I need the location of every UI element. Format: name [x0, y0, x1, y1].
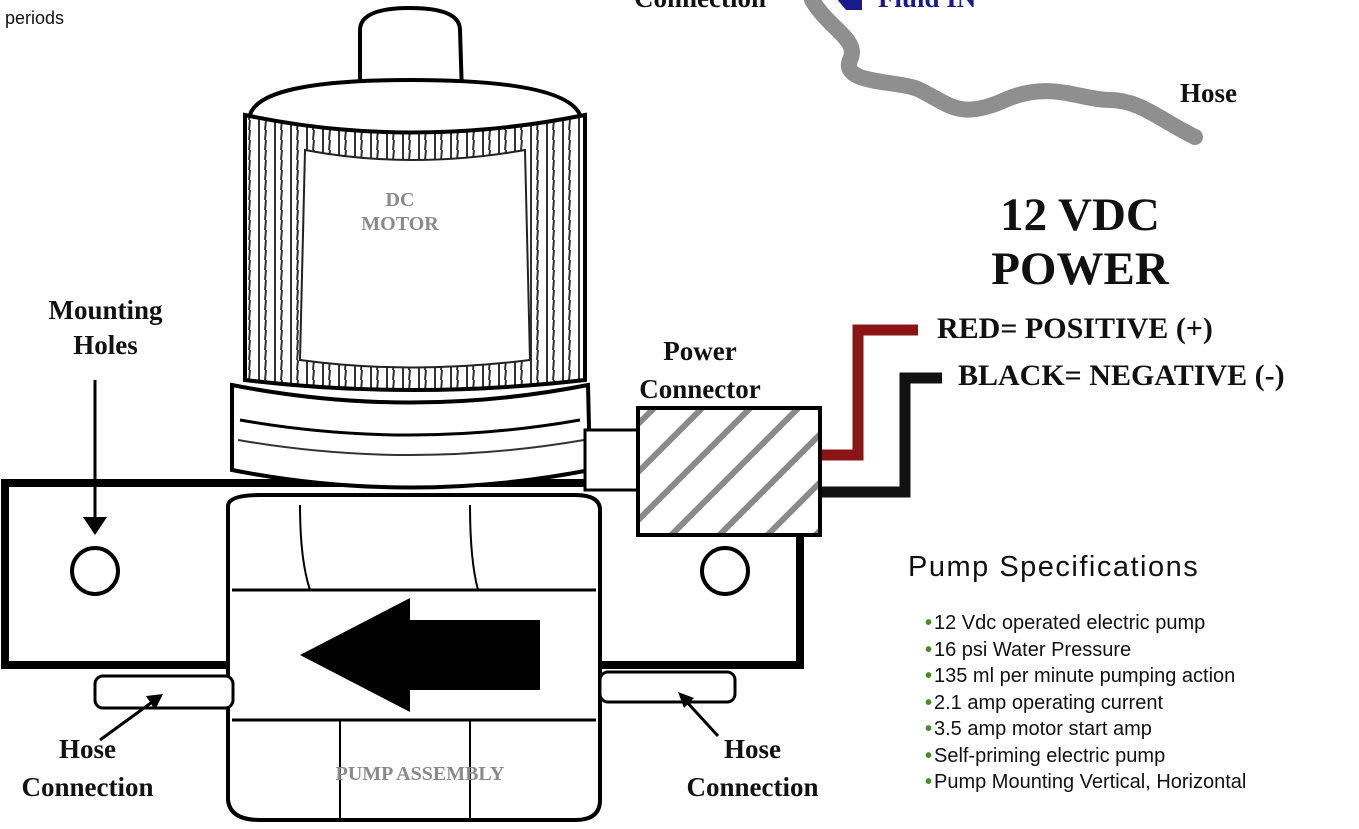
- top-left-fragment-text: periods: [5, 8, 65, 28]
- bullet-icon: •: [925, 691, 933, 714]
- bullet-icon: •: [925, 771, 933, 793]
- right-hose-line2: Connection: [686, 772, 819, 802]
- mounting-arrow-head: [83, 517, 107, 535]
- mounting-holes-line1: Mounting: [48, 295, 163, 325]
- motor-collar-band: [239, 418, 581, 437]
- mounting-hole-left: [70, 546, 120, 596]
- bullet-icon: •: [925, 718, 933, 740]
- left-hose-line1: Hose: [59, 734, 116, 764]
- black-negative-label: BLACK= NEGATIVE (-): [958, 359, 1285, 392]
- fluid-in-label: Fluid IN: [878, 0, 976, 14]
- hose-label: Hose: [1180, 78, 1237, 108]
- left-hose-nipple: [93, 674, 235, 710]
- power-title-line1: 12 VDC: [1000, 189, 1160, 241]
- spec-item: •Self-priming electric pump: [908, 743, 1359, 770]
- right-hose-arrow-head: [678, 692, 694, 708]
- power-title: 12 VDC POWER: [960, 188, 1200, 296]
- specs-list: •12 Vdc operated electric pump •16 psi W…: [908, 610, 1359, 796]
- power-title-line2: POWER: [991, 243, 1169, 295]
- red-positive-label: RED= POSITIVE (+): [937, 312, 1213, 345]
- fluid-in-arrow: [837, 0, 862, 10]
- spec-item: •3.5 amp motor start amp: [908, 716, 1359, 743]
- mounting-holes-label: Mounting Holes: [28, 293, 183, 363]
- right-hose-nipple: [598, 670, 737, 704]
- spec-item: •135 ml per minute pumping action: [908, 663, 1359, 690]
- spec-item: •Pump Mounting Vertical, Horizontal: [908, 769, 1359, 796]
- bullet-icon: •: [925, 612, 933, 634]
- mounting-hole-right: [700, 546, 750, 596]
- bullet-icon: •: [925, 744, 933, 767]
- motor-shoulder: [248, 77, 582, 142]
- power-connector-box: [636, 406, 822, 537]
- left-hose-connection-label: Hose Connection: [0, 730, 175, 806]
- left-hose-arrow-head: [146, 694, 163, 710]
- motor-window: [298, 148, 532, 369]
- mounting-holes-line2: Holes: [73, 330, 138, 360]
- right-hose-line1: Hose: [724, 734, 781, 764]
- power-connector-label-line2: Connector: [639, 374, 761, 404]
- bullet-icon: •: [925, 638, 933, 661]
- specs-title: Pump Specifications: [908, 551, 1200, 583]
- dc-motor-label: DC MOTOR: [335, 188, 465, 236]
- bullet-icon: •: [925, 665, 933, 687]
- dc-motor-label-line2: MOTOR: [361, 213, 439, 235]
- black-wire: [822, 372, 942, 498]
- spec-item: •12 Vdc operated electric pump: [908, 610, 1359, 637]
- right-hose-connection-label: Hose Connection: [660, 730, 845, 806]
- left-hose-line2: Connection: [21, 772, 154, 802]
- dc-motor-label-line1: DC: [385, 189, 415, 211]
- hose-line: [804, 0, 1203, 145]
- spec-item: •2.1 amp operating current: [908, 690, 1359, 717]
- power-connector-label: Power Connector: [610, 332, 790, 408]
- top-connection-label: Connection: [634, 0, 766, 14]
- power-connector-label-line1: Power: [663, 336, 737, 366]
- motor-cap: [358, 5, 465, 97]
- spec-item: •16 psi Water Pressure: [908, 637, 1359, 664]
- pump-assembly-label: PUMP ASSEMBLY: [335, 763, 505, 785]
- motor-collar-band-2: [237, 439, 585, 456]
- flow-direction-arrow: [300, 598, 540, 712]
- red-wire: [822, 324, 918, 461]
